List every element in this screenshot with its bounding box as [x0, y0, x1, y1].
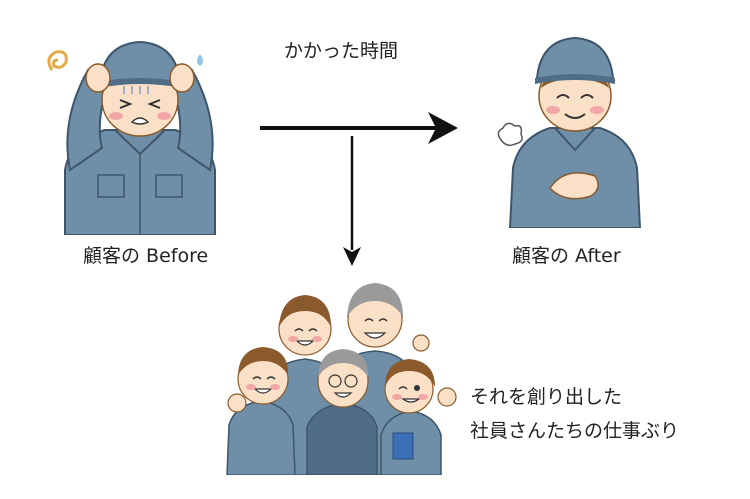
team-label-line2: 社員さんたちの仕事ぶり: [470, 420, 680, 442]
before-label: 顧客の Before: [83, 245, 209, 267]
vertical-arrow-head: [343, 247, 361, 266]
horizontal-arrow-head: [428, 112, 458, 144]
before-figure-icon: [47, 40, 216, 235]
team-label-line1: それを創り出した: [470, 386, 623, 408]
team-figure-icon: [226, 283, 457, 475]
time-label: かかった時間: [284, 40, 399, 62]
after-label: 顧客の After: [512, 245, 621, 267]
team-label: それを創り出した 社員さんたちの仕事ぶり: [470, 380, 679, 448]
after-figure-icon: [497, 36, 642, 228]
